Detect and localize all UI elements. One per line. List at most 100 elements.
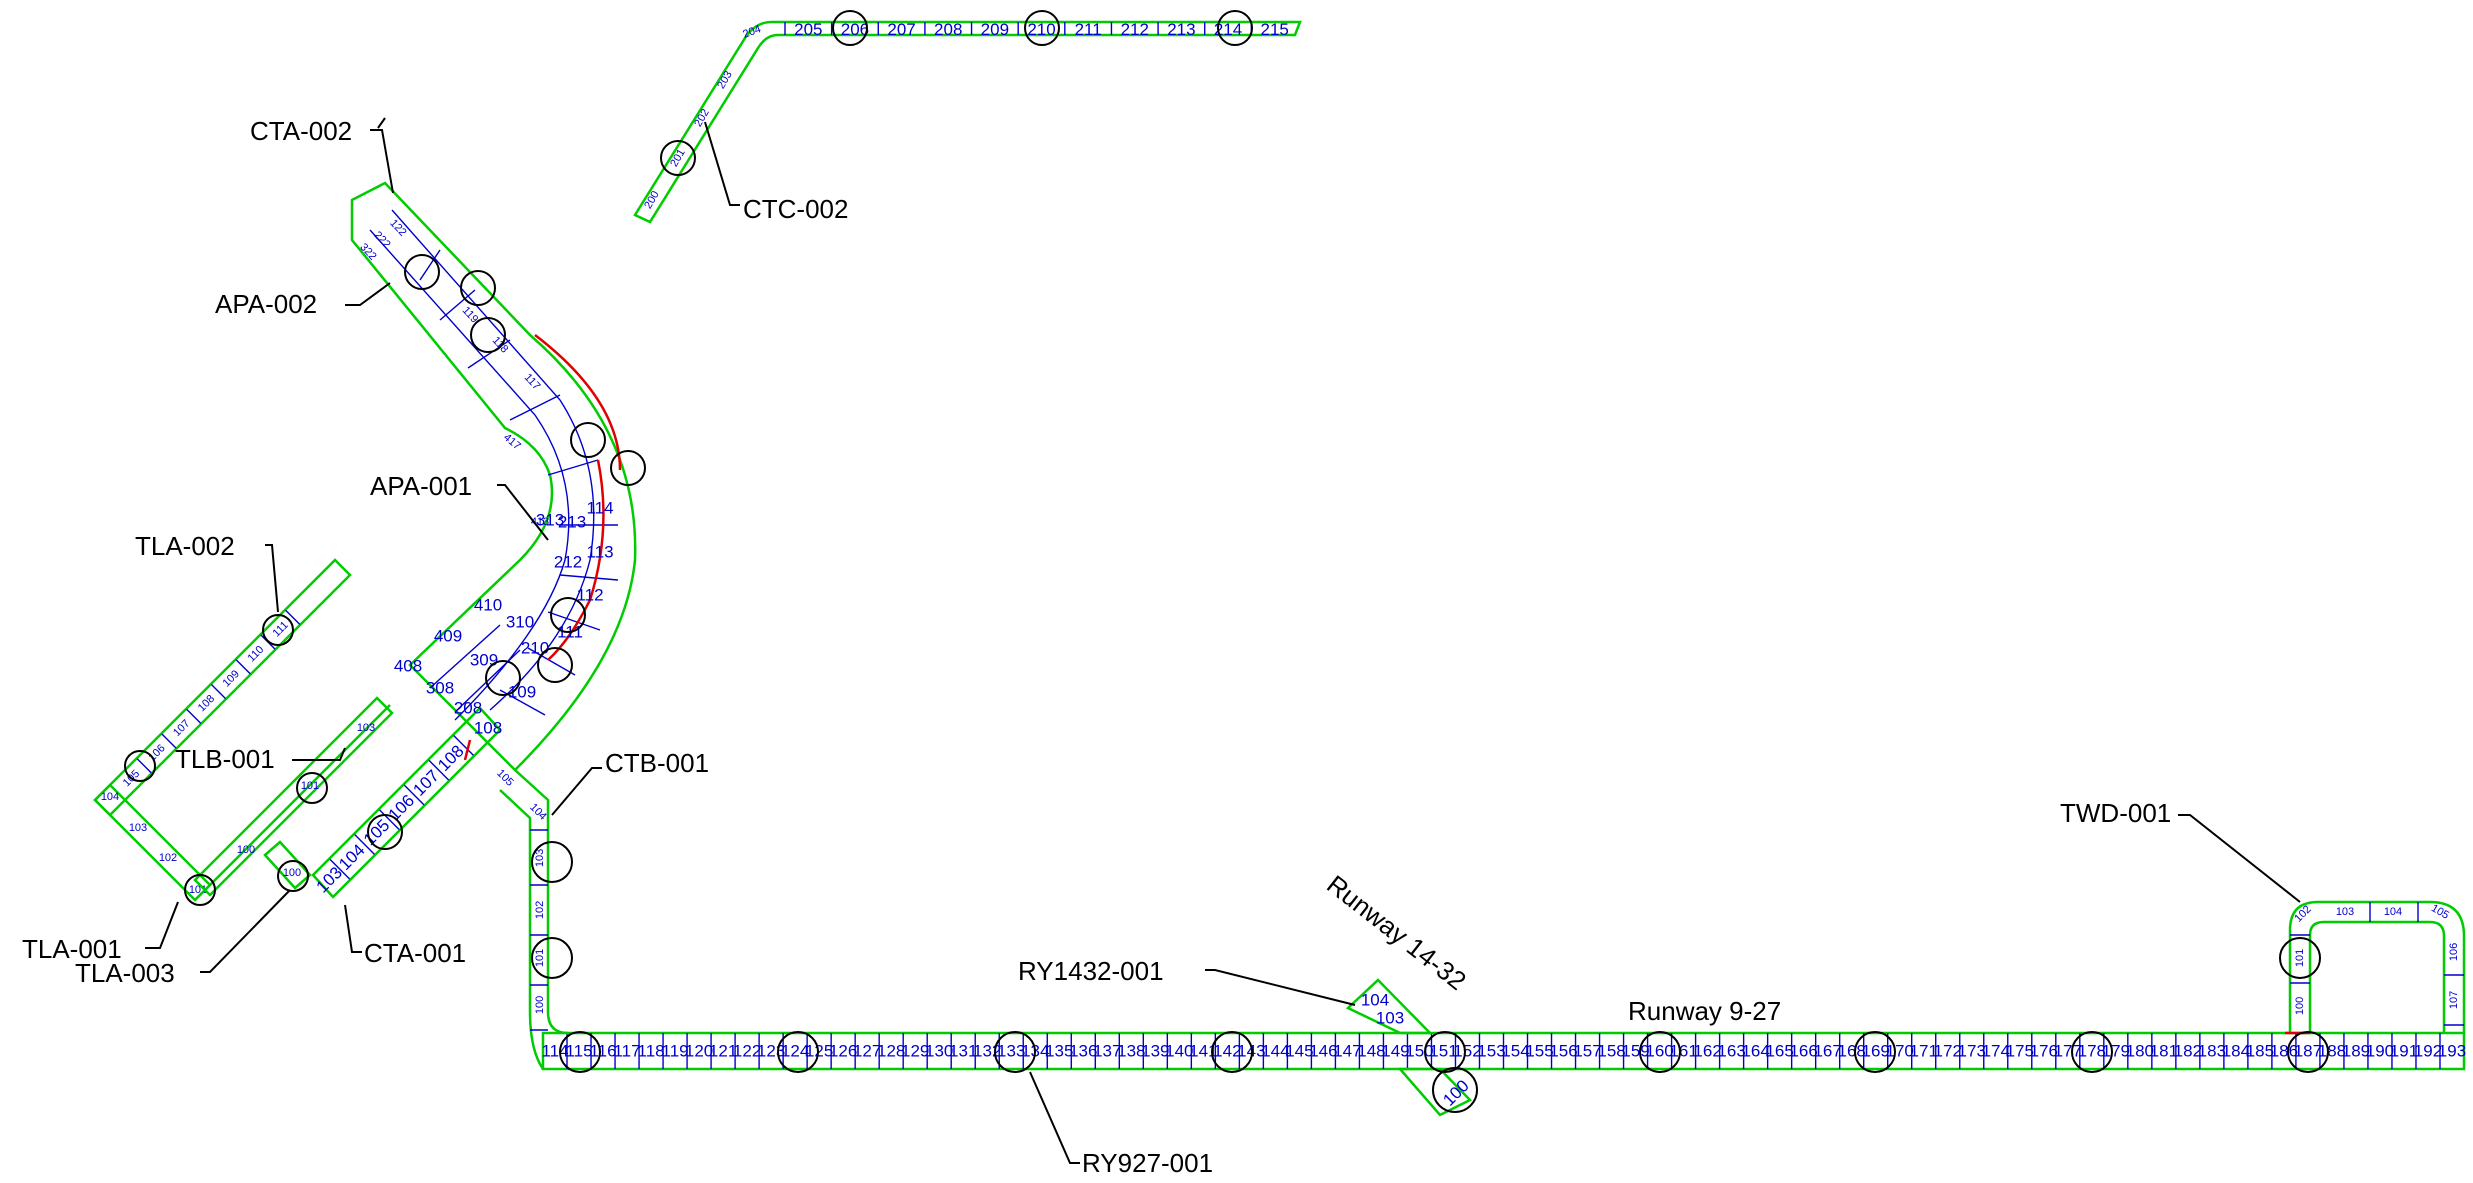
sample-circle [531,841,573,883]
apron-section: 222 [371,229,392,251]
ctb-section-label: 103 [534,849,546,867]
sample-circle [1424,1031,1466,1073]
label-tla-001: TLA-001 [22,934,122,964]
ctb-section-label: 100 [534,996,546,1014]
runway-section-label: 155 [1525,1042,1553,1061]
apron-section: 208 [454,699,482,718]
runway-section-label: 147 [1333,1042,1361,1061]
runway-section-label: 142 [1213,1042,1241,1061]
apron-section: 213 [558,513,586,532]
sample-circle [367,814,403,850]
runway-section-label: 174 [1982,1042,2010,1061]
sample-circle [832,10,868,46]
tla-003-section: 100 [283,867,301,879]
label-cta-002: CTA-002 [250,116,352,146]
runway-section-label: 135 [1045,1042,1073,1061]
ctb-section-label: 105 [494,767,515,788]
ctc-section-label: 210 [1027,20,1055,39]
runway-section-label: 154 [1501,1042,1529,1061]
sample-circle [2071,1031,2113,1073]
sample-circle [550,597,586,633]
runway-section-label: 187 [2294,1042,2322,1061]
ry1432-section: 100 [1439,1076,1472,1109]
runway-section-label: 189 [2342,1042,2370,1061]
leader-lines [145,117,2301,1164]
sample-circle [610,450,646,486]
apron-section: 409 [434,627,462,646]
label-apa-001: APA-001 [370,471,472,501]
apron-section: 108 [474,719,502,738]
apron-section: 113 [586,543,613,562]
runway-section-label: 193 [2438,1042,2466,1061]
runway-section-label: 163 [1717,1042,1745,1061]
tla-001-section: 103 [129,822,147,834]
runway-section-label: 153 [1477,1042,1505,1061]
sample-circle [296,772,328,804]
runway-section-label: 158 [1597,1042,1625,1061]
runway-section-label: 179 [2102,1042,2130,1061]
ctc-section-label: 212 [1121,20,1149,39]
runway-section-label: 159 [1621,1042,1649,1061]
ctc-section-label: 208 [934,20,962,39]
runway-section-label: 162 [1693,1042,1721,1061]
runway-section-label: 127 [853,1042,881,1061]
runway-section-label: 145 [1285,1042,1313,1061]
runway-section-label: 157 [1573,1042,1601,1061]
apron-section: 417 [501,432,523,453]
ctc-section-label: 205 [794,20,822,39]
runway-section-label: 186 [2270,1042,2298,1061]
sample-circle [570,422,606,458]
tla-002-strip: 105 106 107 108 109 110 111 [93,558,352,817]
runway-section-label: 170 [1886,1042,1914,1061]
runway-section-label: 172 [1934,1042,1962,1061]
sample-circle [184,874,216,906]
tlb-001-section: 103 [357,722,375,734]
label-runway-9-27: Runway 9-27 [1628,996,1781,1026]
label-ctb-001: CTB-001 [605,748,709,778]
twd-section: 100 [2294,997,2306,1015]
runway-section-label: 116 [589,1042,616,1061]
sample-circle [1217,10,1253,46]
apron-section: 212 [554,553,582,572]
runway-section-label: 169 [1862,1042,1890,1061]
twd-section: 101 [2294,949,2306,967]
sample-circle [124,750,156,782]
ctc-section-label: 214 [1214,20,1242,39]
runway-section-label: 149 [1381,1042,1409,1061]
runway-section-label: 192 [2414,1042,2442,1061]
runway-section-label: 115 [565,1042,592,1061]
runway-section-label: 124 [781,1042,809,1061]
runway-section-label: 117 [613,1042,640,1061]
apron-section: 117 [522,371,543,392]
runway-section-label: 126 [829,1042,857,1061]
apron-section: 408 [394,657,422,676]
apron-section: 114 [586,499,613,518]
runway-section-label: 177 [2054,1042,2082,1061]
runway-section-label: 136 [1069,1042,1097,1061]
apron-section: 109 [508,683,536,702]
runway-section-label: 160 [1645,1042,1673,1061]
twd-section: 104 [2384,906,2402,918]
tla-001-section: 104 [101,791,119,803]
runway-section-label: 141 [1189,1042,1217,1061]
ry1432-section: 104 [1361,991,1389,1010]
sample-circle [537,647,573,683]
apron-section: 410 [474,596,502,615]
ctc-002-section: 203 [715,69,735,91]
runway-section-label: 119 [662,1042,689,1061]
runway-section-label: 128 [877,1042,905,1061]
apron-section: 310 [506,613,534,632]
runway-section-label: 130 [925,1042,953,1061]
cta-001-section: 103 [312,863,345,896]
tla-001-section: 102 [159,852,177,864]
tlb-001-section: 100 [237,844,255,856]
twd-001-loop: 100 101 102 103 104 105 106 107 [2285,900,2466,1035]
runway-section-label: 151 [1429,1042,1457,1061]
sample-circle [994,1031,1036,1073]
apron-section: 308 [426,679,454,698]
apron-section: 309 [470,651,498,670]
ctc-section-label: 209 [981,20,1009,39]
runway-section-label: 167 [1813,1042,1841,1061]
